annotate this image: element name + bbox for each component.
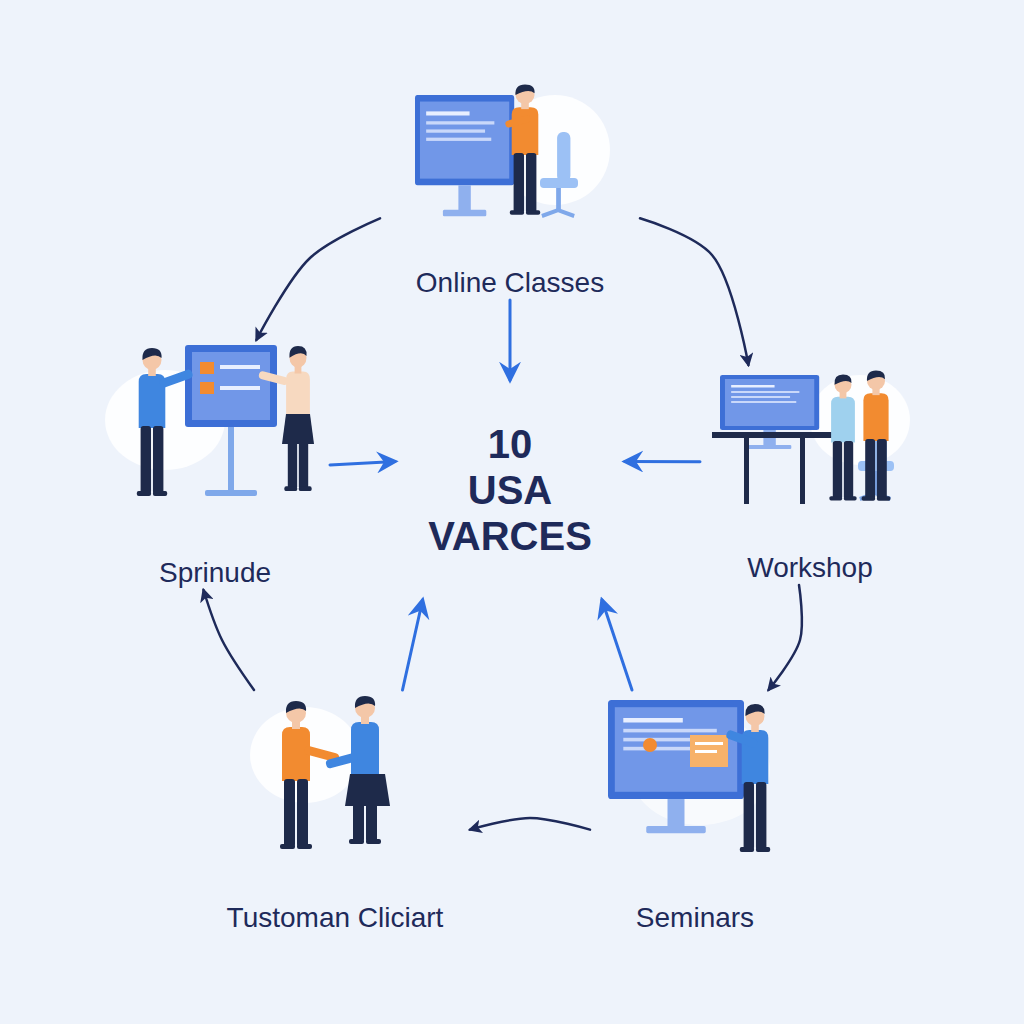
online-class-scene: [415, 84, 578, 216]
workshop-scene: [712, 370, 894, 504]
stage-label: Seminars: [636, 901, 754, 935]
cycle-arrow: [470, 818, 590, 830]
hub-title: 10 USA VARCES: [410, 421, 610, 559]
hub-text: 10 USA VARCES: [395, 380, 625, 600]
stage-vignette: Tustoman Cliciart: [200, 690, 470, 935]
cycle-arrow: [256, 218, 380, 340]
hub-arrow: [403, 600, 423, 690]
stage-label: Sprinude: [159, 556, 271, 590]
stage-label: Tustoman Cliciart: [227, 901, 444, 935]
cycle-arrow: [640, 218, 748, 365]
backdrop-blob: [810, 375, 910, 465]
hub-arrow: [509, 300, 512, 380]
hub-arrow: [602, 600, 632, 690]
stage-vignette: Sprinude: [100, 340, 330, 590]
handshake-scene: [280, 696, 390, 849]
stage-vignette: Online Classes: [380, 85, 640, 300]
hub-arrow: [330, 461, 395, 465]
cycle-arrow: [204, 590, 255, 690]
cycle-arrow: [769, 585, 802, 690]
hub-arrow: [625, 460, 700, 463]
stage-label: Online Classes: [416, 266, 604, 300]
seminar-scene: [608, 700, 770, 852]
stage-label: Workshop: [747, 551, 873, 585]
stage-vignette: Seminars: [590, 690, 800, 935]
stage-vignette: Workshop: [700, 365, 920, 585]
presentation-scene: [137, 345, 314, 496]
